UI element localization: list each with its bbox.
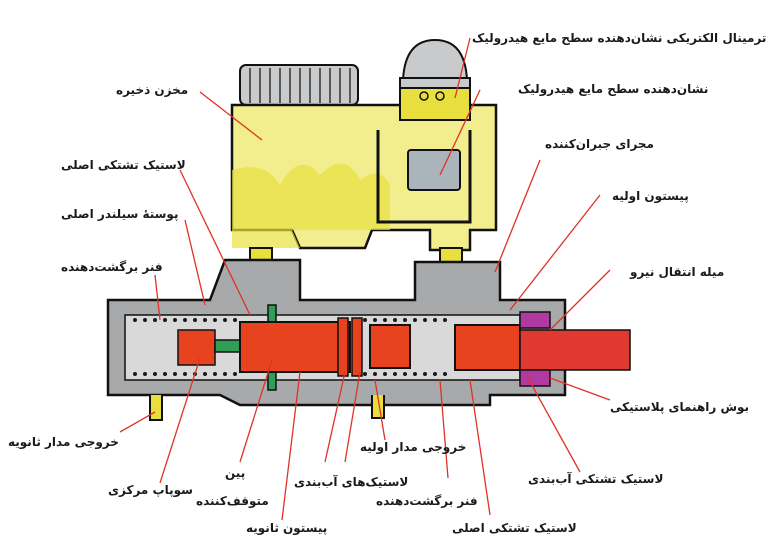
label-compensating-port: مجرای جبران‌کننده [545, 137, 654, 151]
secondary-piston [239, 321, 351, 373]
push-rod [519, 329, 631, 371]
label-secondary-outlet: خروجی مدار ثانویه [8, 435, 119, 449]
right-cap [401, 38, 469, 81]
label-cylinder-body: پوستهٔ سیلندر اصلی [61, 207, 179, 221]
label-primary-piston: پیستون اولیه [612, 189, 689, 203]
label-main-rubber-cup-bottom: لاستیک تشتکی اصلی [452, 521, 577, 535]
label-seal-cup-right: لاستیک تشتکی آب‌بندی [528, 472, 664, 486]
leader-lines [119, 37, 611, 521]
reservoir [230, 87, 498, 289]
label-reservoir: مخزن ذخیره [116, 83, 189, 97]
label-push-rod: میله انتقال نیرو [630, 265, 725, 279]
label-stop-pin-line1: پین [225, 466, 246, 480]
label-return-spring-left: فنر برگشت‌دهنده [61, 260, 163, 274]
terminal-housing [399, 87, 471, 121]
guide-bush-top [519, 311, 551, 329]
guide-bush-bottom [519, 369, 551, 387]
level-float [407, 149, 461, 191]
center-valve [177, 329, 216, 366]
label-seal-rubbers: لاستیک‌های آب‌بندی [294, 475, 409, 489]
reservoir-caps [239, 38, 471, 106]
label-stop-pin-line2: متوقف‌کننده [196, 494, 269, 508]
primary-piston [369, 324, 411, 369]
label-secondary-piston: پیستون ثانویه [246, 521, 328, 535]
label-plastic-guide-bush: بوش راهنمای پلاستیکی [610, 400, 750, 414]
springs [133, 318, 447, 376]
label-return-spring-bottom: فنر برگشت‌دهنده [376, 494, 478, 508]
label-center-valve: سوپاپ مرکزی [108, 483, 193, 497]
return-spring-left [133, 318, 237, 376]
secondary-outlet-pipe [149, 395, 163, 421]
label-electric-terminal: ترمینال الکتریکی نشان‌دهنده سطح مایع هید… [472, 31, 767, 45]
label-main-rubber-cup-upper: لاستیک تشتکی اصلی [61, 158, 186, 172]
label-fluid-level-indicator: نشان‌دهنده سطح مایع هیدرولیک [518, 82, 709, 96]
label-primary-outlet: خروجی مدار اولیه [360, 440, 467, 454]
